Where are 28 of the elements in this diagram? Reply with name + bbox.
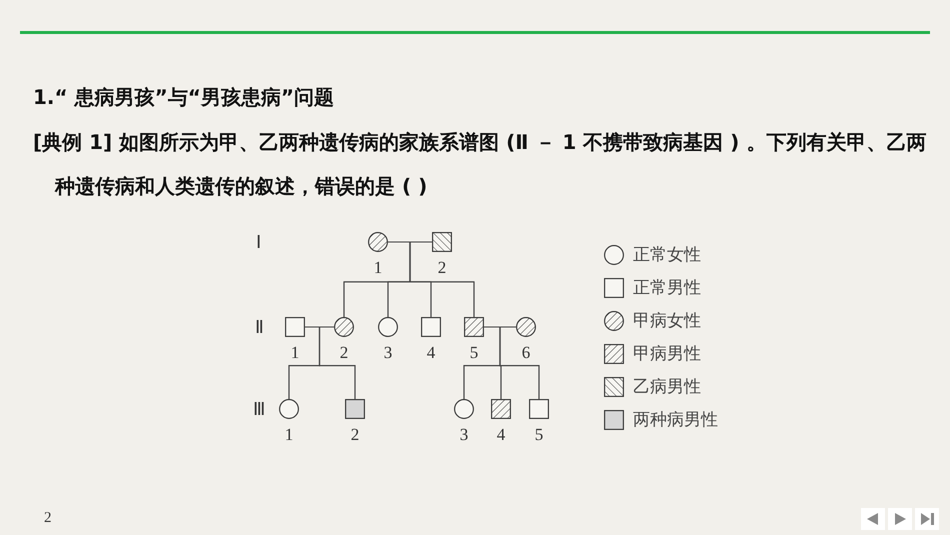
legend-text: 乙病男性 xyxy=(633,377,701,397)
section-heading: 1.“ 患病男孩”与“男孩患病”问题 xyxy=(33,84,334,111)
question-text: [典例 1] 如图所示为甲、乙两种遗传病的家族系谱图 (Ⅱ － 1 不携带致病基因 ) 。下列有关甲、乙两种遗传病和人类遗传的叙述，错误的是 ( ) xyxy=(33,129,928,200)
descent-line xyxy=(499,326,540,399)
generation-label: Ⅰ xyxy=(256,231,261,253)
individual-number: 3 xyxy=(458,426,470,444)
legend-text: 甲病男性 xyxy=(633,344,701,364)
individual-number: 2 xyxy=(338,344,350,362)
legend-text: 正常女性 xyxy=(633,245,701,265)
descent-line xyxy=(409,241,475,317)
page-number: 2 xyxy=(44,510,52,527)
legend-text: 甲病女性 xyxy=(633,311,701,331)
legend-text: 两种病男性 xyxy=(633,410,718,430)
descent-line xyxy=(318,326,356,399)
individual-number: 3 xyxy=(382,344,394,362)
generation-label: Ⅲ xyxy=(253,398,265,420)
individual-number: 1 xyxy=(372,259,384,277)
individual-number: 1 xyxy=(290,344,300,362)
individual-number: 2 xyxy=(350,426,360,444)
individual-number: 1 xyxy=(284,426,294,444)
legend-text: 正常男性 xyxy=(633,278,701,298)
individual-number: 5 xyxy=(468,344,480,362)
individual-number: 2 xyxy=(436,259,448,277)
individual-number: 4 xyxy=(426,344,436,362)
generation-label: Ⅱ xyxy=(255,316,264,338)
individual-number: 4 xyxy=(496,426,506,444)
individual-number: 6 xyxy=(520,344,532,362)
individual-number: 5 xyxy=(534,426,544,444)
